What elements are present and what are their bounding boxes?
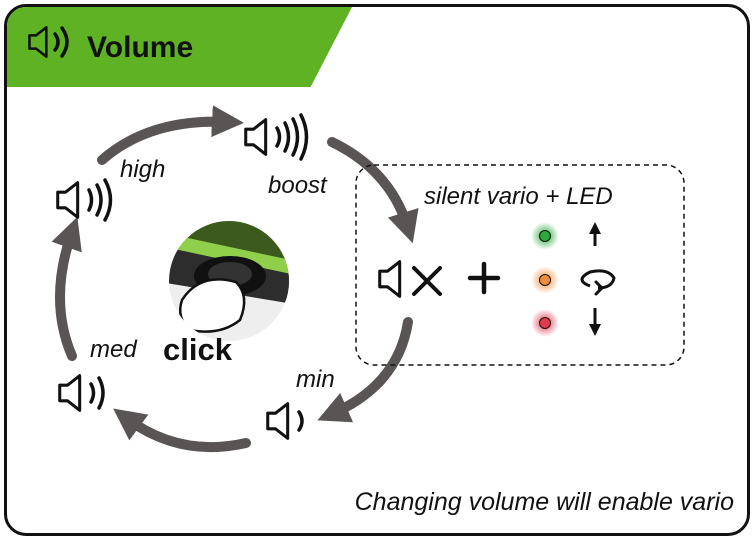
volume-card: Volume [4,4,750,536]
silent-vario-box [355,164,685,366]
label-high: high [120,156,166,183]
speaker-med-icon [58,373,105,413]
led-red-icon [531,309,559,337]
button-press-icon [169,221,289,341]
rotate-icon [580,269,616,296]
click-label: click [163,332,232,367]
arrow-med-to-high [51,216,82,361]
arrow-boost-to-silent [327,137,419,244]
speaker-muted-icon [378,259,442,299]
led-orange-icon [531,266,559,294]
cycle-arrows [51,105,419,453]
label-min: min [296,366,335,393]
speaker-high-icon [56,178,113,222]
speaker-min-icon [266,401,304,441]
arrow-silent-to-min [317,317,413,423]
speaker-boost-icon [244,113,309,161]
header-tab [7,7,352,87]
plus-icon [467,261,501,295]
led-green-icon [531,222,559,250]
label-boost: boost [268,172,327,199]
footer-note: Changing volume will enable vario [354,488,734,516]
page-title: Volume [87,31,194,64]
speaker-icon [28,25,69,59]
arrow-min-to-med [113,408,251,453]
silent-box-title: silent vario + LED [424,183,613,210]
arrow-high-to-boost [97,105,244,165]
label-med: med [90,336,137,363]
